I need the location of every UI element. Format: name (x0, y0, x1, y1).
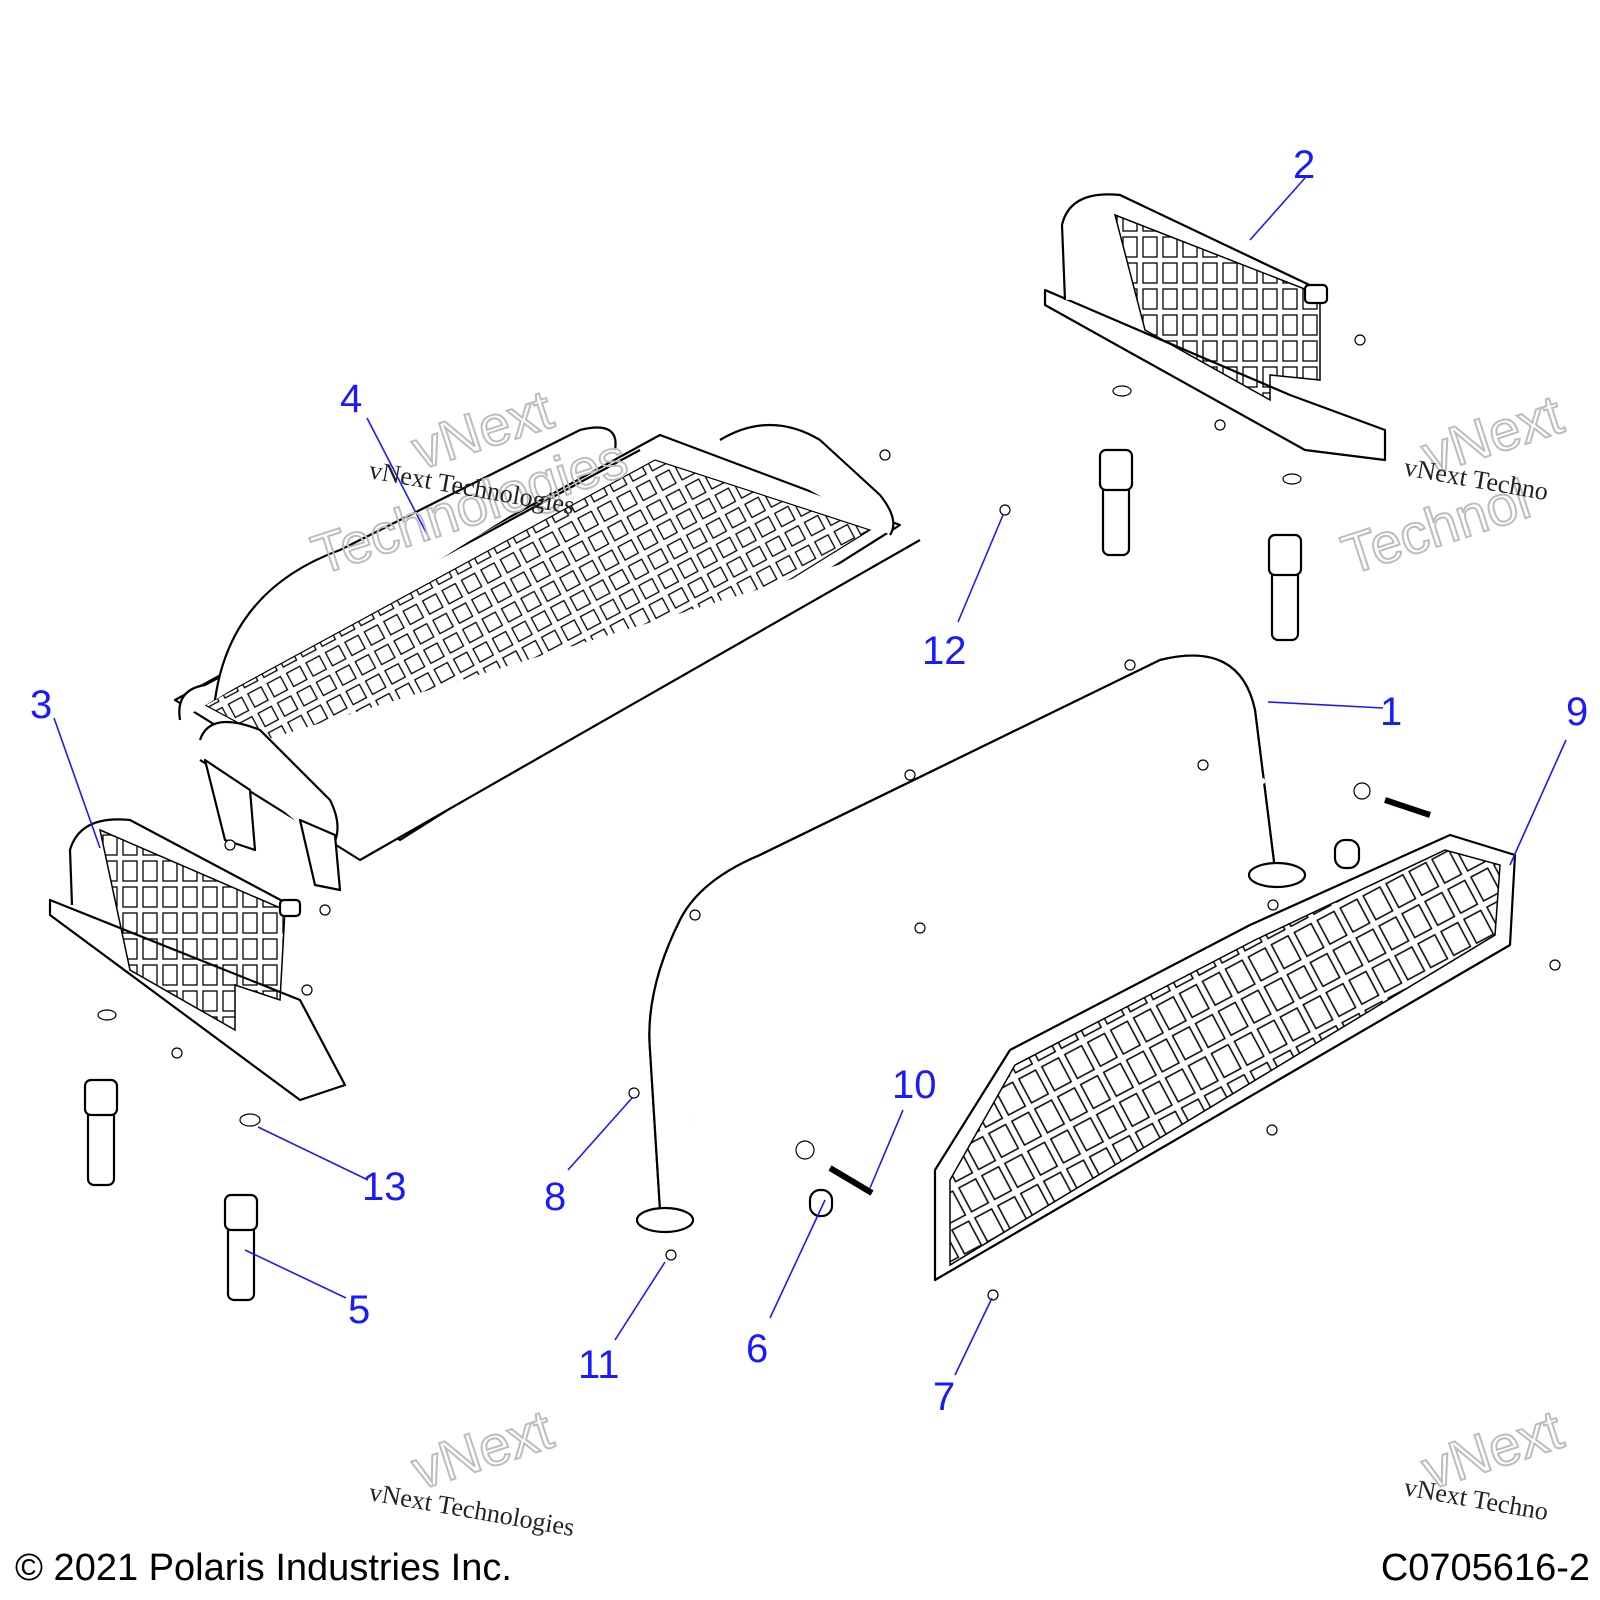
latch-group (83, 448, 1303, 1302)
side-bracket-left (48, 818, 347, 1102)
callout-5: 5 (348, 1288, 370, 1332)
callout-12: 12 (922, 629, 967, 673)
side-bracket-right (1043, 193, 1387, 462)
callout-4: 4 (340, 377, 362, 421)
callout-2: 2 (1293, 143, 1315, 187)
leader-7 (954, 1297, 993, 1376)
leader-9 (1509, 739, 1567, 866)
leader-8 (567, 1097, 633, 1171)
leader-2 (1249, 177, 1306, 241)
callout-10: 10 (892, 1063, 937, 1107)
cargo-rack (173, 424, 921, 892)
leader-13 (257, 1126, 369, 1181)
callout-3: 3 (30, 683, 52, 727)
footer-copyright: © 2021 Polaris Industries Inc. (15, 1547, 512, 1589)
footer-figure-id: C0705616-2 (1381, 1547, 1590, 1589)
callout-13: 13 (362, 1165, 407, 1209)
side-panel (933, 833, 1517, 1282)
callout-7: 7 (933, 1375, 955, 1419)
callout-1: 1 (1380, 690, 1402, 734)
callout-11: 11 (578, 1343, 620, 1387)
callout-6: 6 (746, 1327, 768, 1371)
leader-11 (614, 1261, 666, 1341)
leader-3 (53, 717, 101, 849)
leader-4 (366, 417, 431, 541)
leader-1 (1267, 701, 1384, 709)
leader-lines (53, 177, 1567, 1376)
roll-bar-frame (635, 654, 1307, 1234)
callouts: 1 2 3 4 5 6 7 8 9 10 11 12 13 (30, 143, 1588, 1419)
leader-5 (244, 1249, 347, 1299)
leader-12 (957, 514, 1004, 623)
hardware (97, 334, 1561, 1301)
watermark-brand-bottom: vNext (404, 1397, 560, 1501)
leader-6 (769, 1199, 826, 1319)
watermark-line-bottom: vNext Technologies (367, 1477, 577, 1542)
leader-10 (869, 1109, 904, 1189)
callout-8: 8 (544, 1175, 566, 1219)
callout-9: 9 (1566, 690, 1588, 734)
